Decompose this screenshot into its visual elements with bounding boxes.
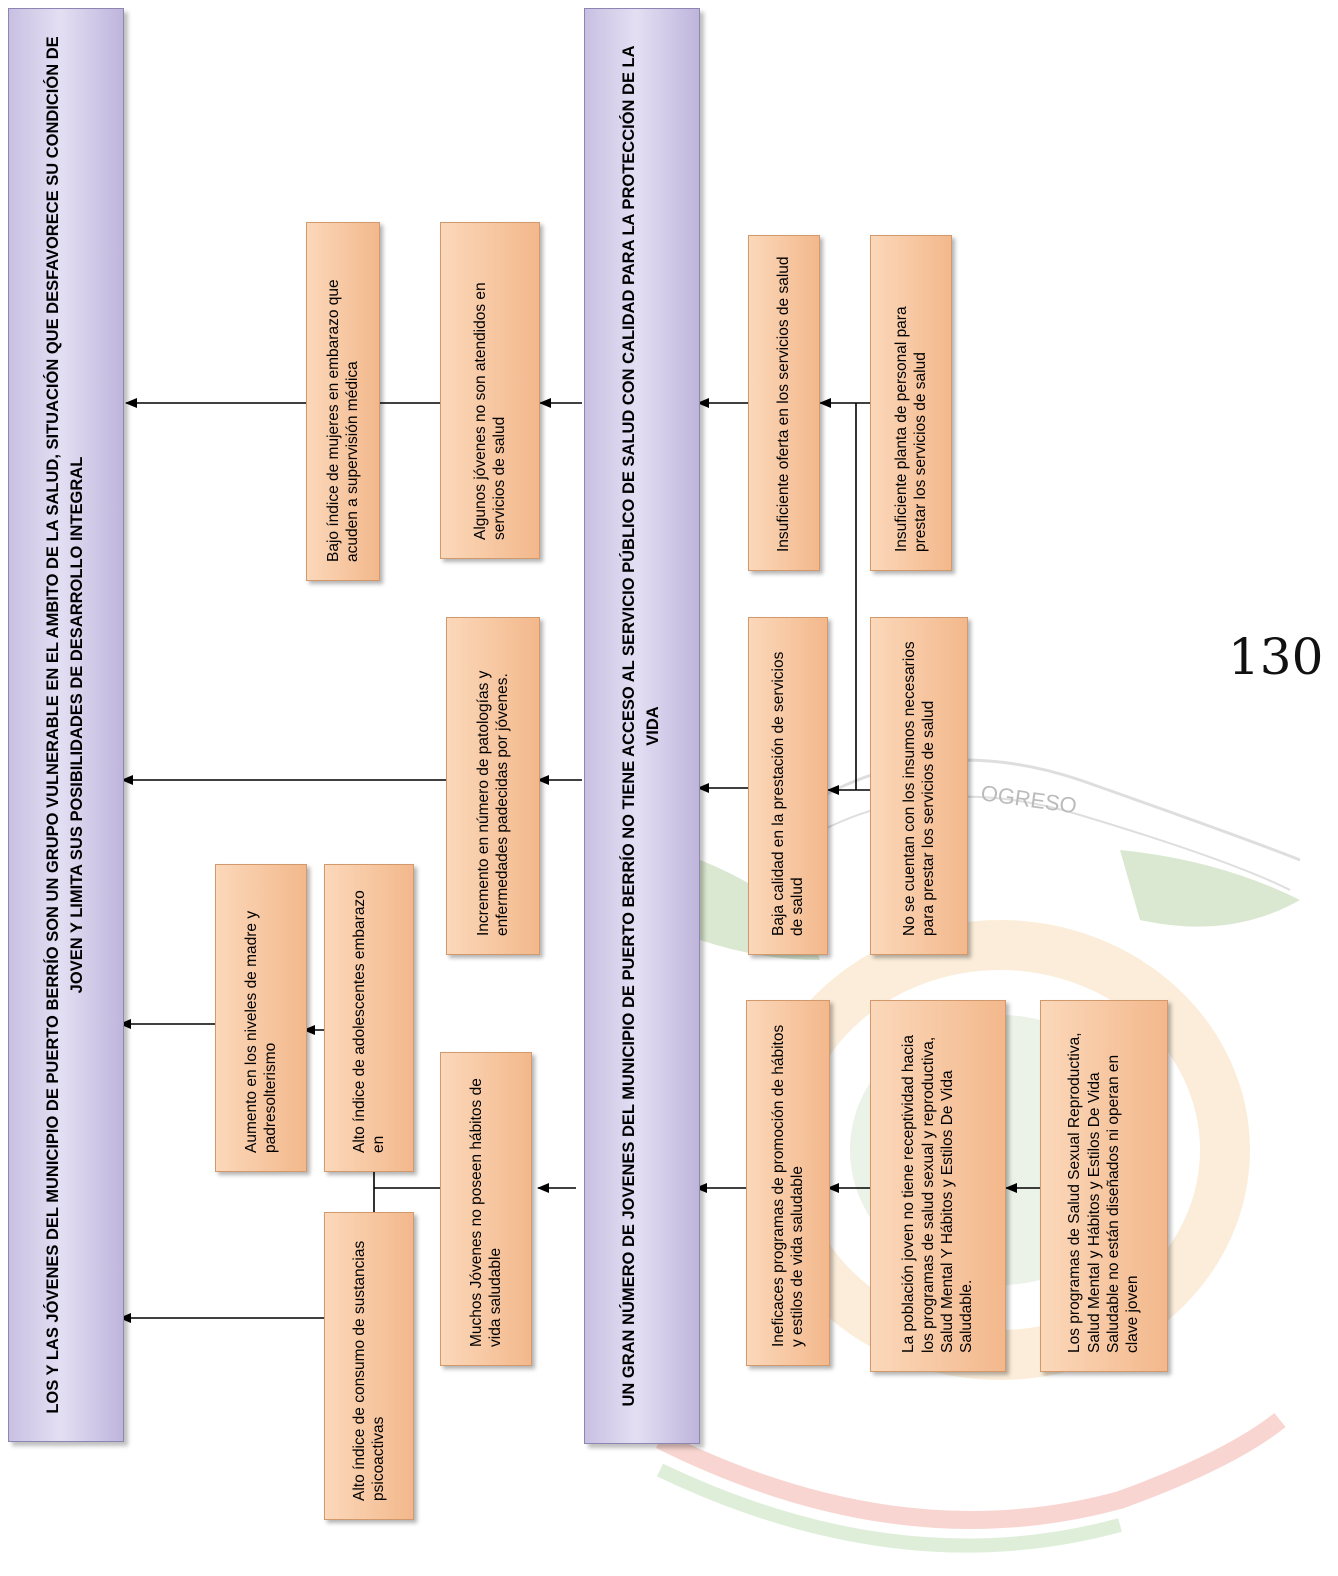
cause-box-oferta: Insuficiente oferta en los servicios de … — [748, 235, 820, 571]
cause-text: No se cuentan con los insumos necesarios… — [900, 641, 937, 936]
effect-bar: LOS Y LAS JÓVENES DEL MUNICIPIO DE PUERT… — [8, 8, 124, 1442]
cause-text: Los programas de Salud Sexual Reproducti… — [1066, 1032, 1142, 1353]
effect-text: Alto índice de consumo de sustancias psi… — [350, 1240, 387, 1501]
effect-text: Aumento en los niveles de madre y padres… — [242, 910, 279, 1153]
cause-box-programas-ineficaces: Ineficaces programas de promoción de háb… — [746, 1000, 830, 1366]
problem-bar-text: UN GRAN NÚMERO DE JOVENES DEL MUNICIPIO … — [620, 45, 662, 1407]
effect-text: Incremento en número de patologías y enf… — [474, 670, 511, 936]
effect-bar-text: LOS Y LAS JÓVENES DEL MUNICIPIO DE PUERT… — [44, 36, 86, 1414]
effect-text: Alto índice de adolescentes embarazo en — [350, 890, 387, 1153]
effect-box-padresolterismo: Aumento en los niveles de madre y padres… — [215, 864, 307, 1172]
problem-bar: UN GRAN NÚMERO DE JOVENES DEL MUNICIPIO … — [584, 8, 700, 1444]
effect-text: Muchos Jóvenes no poseen hábitos de vida… — [467, 1078, 504, 1347]
cause-box-receptividad: La población joven no tiene receptividad… — [870, 1000, 1006, 1372]
effect-box-incremento-patologias: Incremento en número de patologías y enf… — [446, 617, 540, 955]
effect-box-embarazo-supervision: Bajo índice de mujeres en embarazo que a… — [306, 222, 380, 581]
page-number: 130 — [1228, 628, 1324, 686]
effect-box-jovenes-no-atendidos: Algunos jóvenes no son atendidos en serv… — [440, 222, 540, 559]
cause-text: Insuficiente planta de personal para pre… — [892, 306, 929, 552]
cause-text: La población joven no tiene receptividad… — [900, 1035, 976, 1353]
cause-text: Baja calidad en la prestación de servici… — [769, 651, 806, 936]
cause-box-clave-joven: Los programas de Salud Sexual Reproducti… — [1040, 1000, 1168, 1372]
cause-text: Insuficiente oferta en los servicios de … — [775, 256, 793, 552]
cause-box-insumos: No se cuentan con los insumos necesarios… — [870, 617, 968, 955]
cause-box-planta-personal: Insuficiente planta de personal para pre… — [870, 235, 952, 571]
effect-box-no-habitos: Muchos Jóvenes no poseen hábitos de vida… — [440, 1052, 532, 1366]
cause-text: Ineficaces programas de promoción de háb… — [769, 1024, 806, 1347]
effect-text: Bajo índice de mujeres en embarazo que a… — [324, 279, 361, 562]
cause-box-baja-calidad: Baja calidad en la prestación de servici… — [748, 617, 828, 955]
effect-text: Algunos jóvenes no son atendidos en serv… — [471, 282, 508, 540]
effect-box-psicoactivas: Alto índice de consumo de sustancias psi… — [324, 1212, 414, 1520]
effect-box-adolescentes-embarazo: Alto índice de adolescentes embarazo en — [324, 864, 414, 1172]
